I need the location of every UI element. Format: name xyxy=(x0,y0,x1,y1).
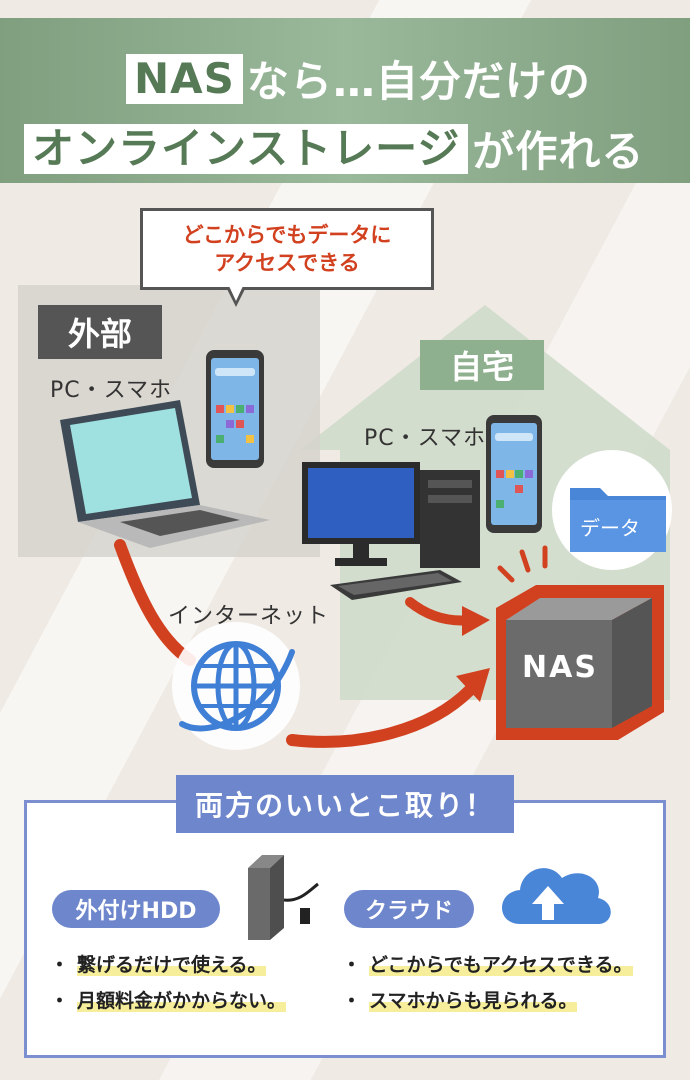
outside-devices-label: PC・スマホ xyxy=(50,378,172,403)
title-text-2: が作れる xyxy=(472,127,645,176)
internet-label: インターネット xyxy=(168,604,330,629)
cloud-pill: クラウド xyxy=(344,890,474,928)
cloud-bullet-1: ・どこからでもアクセスできる。 xyxy=(342,954,633,976)
header-banner: NAS なら…自分だけの オンラインストレージ が作れる xyxy=(0,18,690,183)
cloud-upload-icon xyxy=(502,868,611,924)
bubble-line-2: アクセスできる xyxy=(214,251,360,275)
bubble-tail-inner xyxy=(229,286,243,301)
home-smartphone-icon xyxy=(486,415,542,533)
laptop-icon xyxy=(60,400,270,548)
title-line-2: オンラインストレージ が作れる xyxy=(24,118,644,179)
title-line-1: NAS なら…自分だけの xyxy=(126,48,591,109)
outside-label: 外部 xyxy=(38,305,162,359)
smartphone-icon xyxy=(206,350,264,468)
hdd-bullet-1: ・繋げるだけで使える。 xyxy=(50,954,267,976)
globe-icon xyxy=(172,622,300,750)
folder-icon xyxy=(552,450,672,570)
speech-bubble: どこからでもデータに アクセスできる xyxy=(140,208,434,290)
title-highlight-storage: オンラインストレージ xyxy=(24,123,469,174)
desktop-pc-icon xyxy=(302,462,480,600)
data-folder-label: データ xyxy=(580,516,640,540)
alert-burst-icon xyxy=(497,545,548,583)
nas-box-icon xyxy=(496,585,664,740)
external-hdd-pill: 外付けHDD xyxy=(52,890,220,928)
cloud-bullet-2: ・スマホからも見られる。 xyxy=(342,990,578,1012)
nas-label: NAS xyxy=(522,650,598,685)
home-label: 自宅 xyxy=(420,340,544,390)
home-devices-label: PC・スマホ xyxy=(364,426,486,451)
comparison-title: 両方のいいとこ取り！ xyxy=(176,775,514,833)
arrow-outside-to-internet xyxy=(114,539,196,666)
comparison-box xyxy=(24,800,666,1058)
bubble-line-1: どこからでもデータに xyxy=(182,223,392,247)
title-text-1: なら…自分だけの xyxy=(246,57,591,106)
hdd-bullet-2: ・月額料金がかからない。 xyxy=(50,990,287,1012)
arrow-internet-to-nas xyxy=(286,684,476,748)
title-highlight-nas: NAS xyxy=(126,53,243,104)
hdd-icon xyxy=(248,855,319,940)
